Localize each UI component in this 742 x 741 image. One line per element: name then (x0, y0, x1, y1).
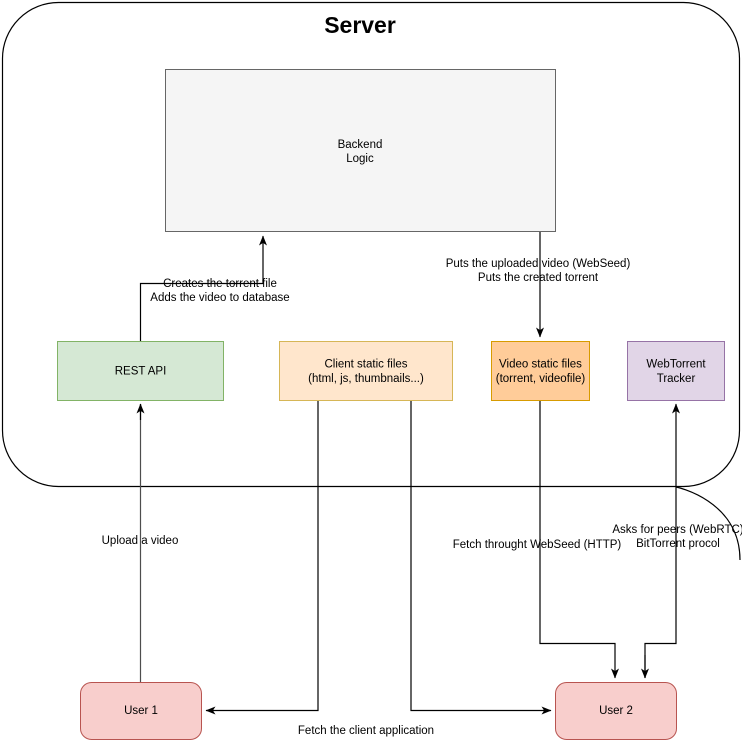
backend-logic-label-line1: Backend (338, 139, 383, 151)
edge-label-upload-a-video: Upload a video (102, 535, 179, 547)
node-rest-api[interactable]: REST API (57, 341, 224, 401)
edge-client-static-to-user2 (410, 400, 552, 715)
creates-torrent-line2: Adds the video to database (150, 292, 289, 304)
user-2-label: User 2 (599, 705, 633, 717)
video-static-files-box[interactable] (491, 341, 590, 401)
edge-video-static-to-user2 (539, 400, 619, 679)
fetch-client-application-label: Fetch the client application (298, 725, 434, 737)
node-client-static-files[interactable]: Client static files (html, js, thumbnail… (279, 341, 453, 401)
node-backend-logic[interactable]: Backend Logic (165, 69, 556, 232)
asks-for-peers-line1: Asks for peers (WebRTC) (612, 524, 742, 536)
video-static-files-label-line2: (torrent, videofile) (496, 373, 586, 385)
fetch-webseed-label: Fetch throught WebSeed (HTTP) (453, 539, 622, 551)
user-1-label: User 1 (124, 705, 158, 717)
edge-client-static-to-user1 (205, 400, 319, 715)
edge-tracker-curve (675, 486, 741, 561)
asks-for-peers-line2: BitTorrent procol (636, 538, 720, 550)
edge-rest-api-to-backend (139, 235, 267, 341)
node-webtorrent-tracker[interactable]: WebTorrent Tracker (627, 341, 725, 401)
upload-a-video-label: Upload a video (102, 535, 179, 547)
puts-uploaded-video-line1: Puts the uploaded video (WebSeed) (446, 258, 631, 270)
client-static-files-box[interactable] (279, 341, 453, 401)
server-container (1, 1, 741, 488)
rest-api-box[interactable] (57, 341, 224, 401)
user-1-box[interactable] (80, 682, 202, 740)
backend-logic-box[interactable] (165, 69, 556, 232)
client-static-files-label-line1: Client static files (324, 359, 407, 371)
client-static-files-label-line2: (html, js, thumbnails...) (308, 373, 424, 385)
edge-label-fetch-webseed: Fetch throught WebSeed (HTTP) (453, 539, 622, 551)
rest-api-label: REST API (115, 366, 167, 378)
page-title: Server (324, 12, 396, 38)
webtorrent-tracker-box[interactable] (627, 341, 725, 401)
node-user-2[interactable]: User 2 (555, 682, 677, 740)
backend-logic-label-line2: Logic (346, 153, 374, 165)
edge-label-puts-uploaded-video: Puts the uploaded video (WebSeed) Puts t… (446, 258, 631, 284)
webtorrent-tracker-label-line2: Tracker (657, 373, 696, 385)
video-static-files-label-line1: Video static files (499, 359, 582, 371)
edge-label-asks-for-peers: Asks for peers (WebRTC) BitTorrent proco… (612, 524, 742, 550)
creates-torrent-line1: Creates the torrent file (163, 278, 277, 290)
puts-uploaded-video-line2: Puts the created torrent (478, 272, 599, 284)
node-video-static-files[interactable]: Video static files (torrent, videofile) (491, 341, 590, 401)
user-2-box[interactable] (555, 682, 677, 740)
webtorrent-tracker-label-line1: WebTorrent (646, 359, 706, 371)
edge-label-fetch-client-application: Fetch the client application (298, 725, 434, 737)
node-user-1[interactable]: User 1 (80, 682, 202, 740)
edge-label-creates-torrent: Creates the torrent file Adds the video … (150, 278, 289, 304)
